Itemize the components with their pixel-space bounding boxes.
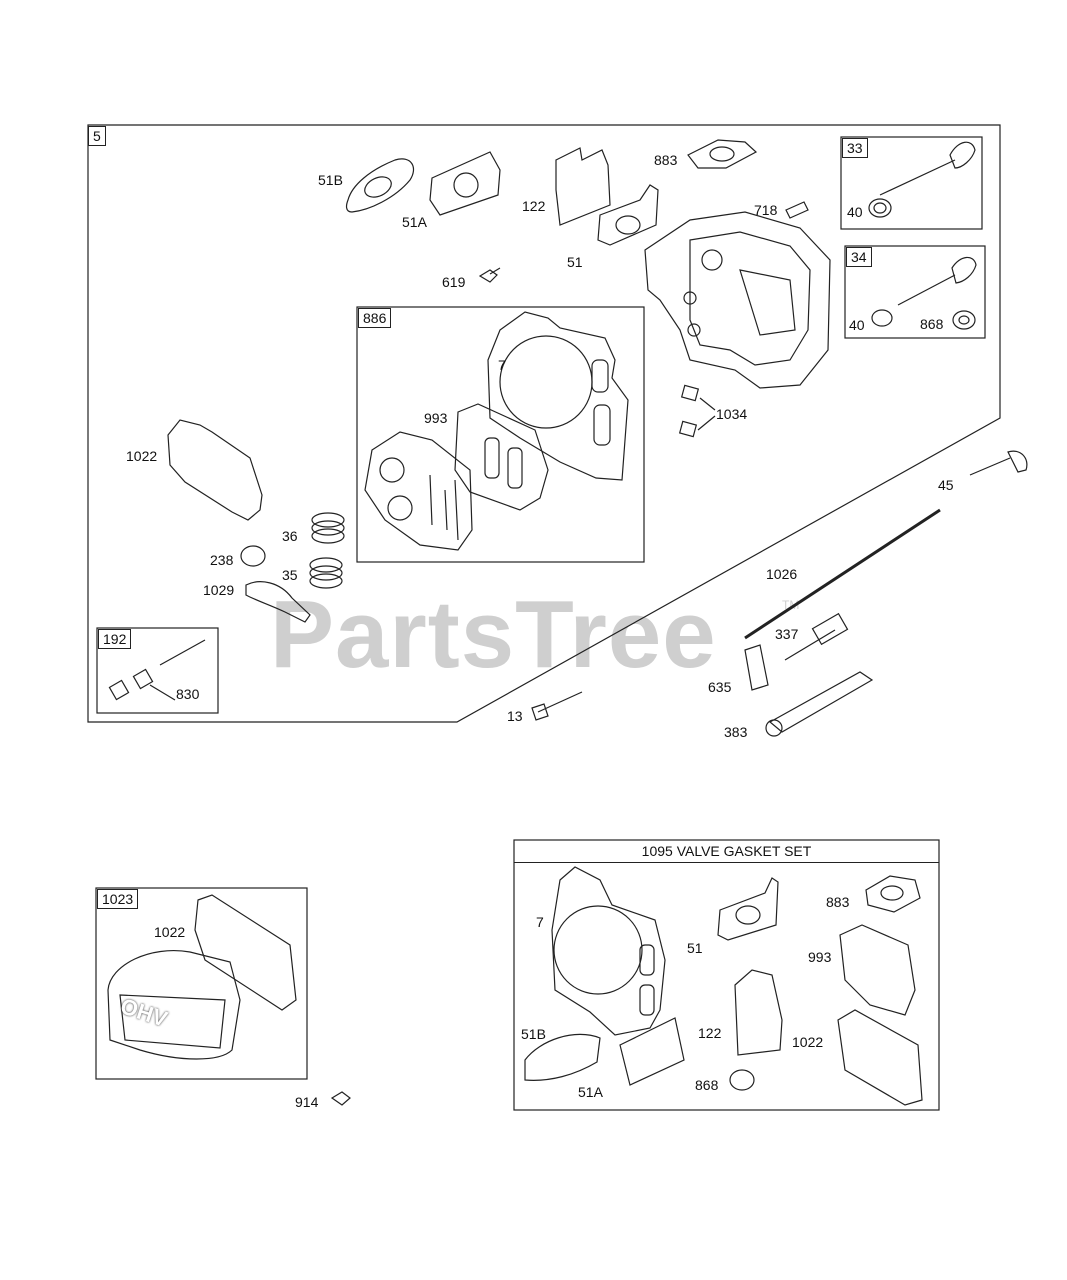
callout-914: 914	[295, 1094, 319, 1110]
callout-1022: 1022	[126, 448, 158, 464]
part-spring-35	[309, 557, 343, 589]
callout-35: 35	[282, 567, 298, 583]
callout-set-122: 122	[698, 1025, 722, 1041]
callout-883: 883	[654, 152, 678, 168]
callout-7: 7	[498, 357, 506, 373]
gasket-set-title: 1095 VALVE GASKET SET	[514, 840, 939, 863]
callout-set-883: 883	[826, 894, 850, 910]
callout-51a: 51A	[402, 214, 427, 230]
part-830	[108, 639, 206, 701]
callout-36: 36	[282, 528, 298, 544]
callout-337: 337	[775, 626, 799, 642]
part-883	[687, 139, 758, 169]
callout-13: 13	[507, 708, 523, 724]
box-label-192: 192	[98, 629, 132, 649]
set-868	[729, 1069, 755, 1091]
box-label-5: 5	[88, 126, 106, 146]
box-label-33: 33	[842, 138, 868, 158]
callout-718: 718	[754, 202, 778, 218]
part-718	[785, 201, 809, 219]
part-238	[240, 545, 266, 567]
box-label-886: 886	[358, 308, 392, 328]
part-122	[555, 147, 611, 226]
set-head-gasket-7	[551, 866, 666, 1036]
callout-635: 635	[708, 679, 732, 695]
callout-45: 45	[938, 477, 954, 493]
part-1026	[744, 508, 941, 640]
frame-cover-1023	[95, 887, 308, 1080]
set-122	[734, 969, 783, 1056]
callout-40-top: 40	[847, 204, 863, 220]
set-993	[839, 924, 916, 1016]
box-label-34: 34	[846, 247, 872, 267]
watermark-partstree: PartsTree	[270, 581, 717, 688]
callout-868: 868	[920, 316, 944, 332]
callout-cover-1022: 1022	[154, 924, 186, 940]
callout-set-51b: 51B	[521, 1026, 546, 1042]
callout-set-7: 7	[536, 914, 544, 930]
part-gasket-plate-886	[364, 431, 473, 551]
part-635	[744, 644, 769, 691]
callout-set-1022: 1022	[792, 1034, 824, 1050]
part-1034-a	[680, 384, 700, 402]
frame-valve-33	[840, 136, 983, 230]
part-valve-34	[871, 256, 977, 330]
part-head-gasket-7	[487, 311, 629, 481]
callout-1034: 1034	[716, 406, 748, 422]
callout-51: 51	[567, 254, 583, 270]
part-51b	[345, 158, 415, 213]
callout-set-868: 868	[695, 1077, 719, 1093]
callout-40-bottom: 40	[849, 317, 865, 333]
part-619	[478, 267, 501, 283]
part-cylinder-head	[644, 211, 831, 389]
part-1022	[167, 419, 263, 521]
callout-122: 122	[522, 198, 546, 214]
part-valve-cover	[107, 950, 241, 1060]
callout-set-51: 51	[687, 940, 703, 956]
set-51a	[619, 1017, 685, 1086]
callout-383: 383	[724, 724, 748, 740]
part-13	[531, 691, 583, 721]
part-993	[454, 403, 549, 511]
frame-main	[87, 124, 1001, 723]
callout-830: 830	[176, 686, 200, 702]
part-51	[597, 184, 659, 246]
set-51b	[524, 1033, 601, 1081]
callout-1029: 1029	[203, 582, 235, 598]
set-883	[865, 875, 921, 913]
part-1029	[245, 581, 311, 623]
part-cover-gasket-1022	[194, 894, 297, 1011]
callout-619: 619	[442, 274, 466, 290]
callout-set-993: 993	[808, 949, 832, 965]
frame-gasket-886	[356, 306, 645, 563]
callout-51b: 51B	[318, 172, 343, 188]
set-1022	[837, 1009, 923, 1106]
callout-set-51a: 51A	[578, 1084, 603, 1100]
callout-238: 238	[210, 552, 234, 568]
set-51	[717, 877, 779, 941]
part-1034-b	[678, 420, 698, 438]
frame-valve-34	[844, 245, 986, 339]
callout-993: 993	[424, 410, 448, 426]
part-337	[784, 612, 849, 661]
part-914	[330, 1091, 351, 1106]
part-45	[969, 450, 1028, 476]
part-spring-36	[311, 512, 345, 544]
part-383	[765, 671, 874, 737]
part-valve-33	[868, 141, 976, 218]
box-label-1023: 1023	[97, 889, 139, 909]
watermark-tm: TM	[782, 598, 800, 612]
callout-1026: 1026	[766, 566, 798, 582]
frame-192	[96, 627, 219, 714]
part-51a	[429, 151, 501, 216]
frame-gasket-set	[513, 839, 940, 1111]
